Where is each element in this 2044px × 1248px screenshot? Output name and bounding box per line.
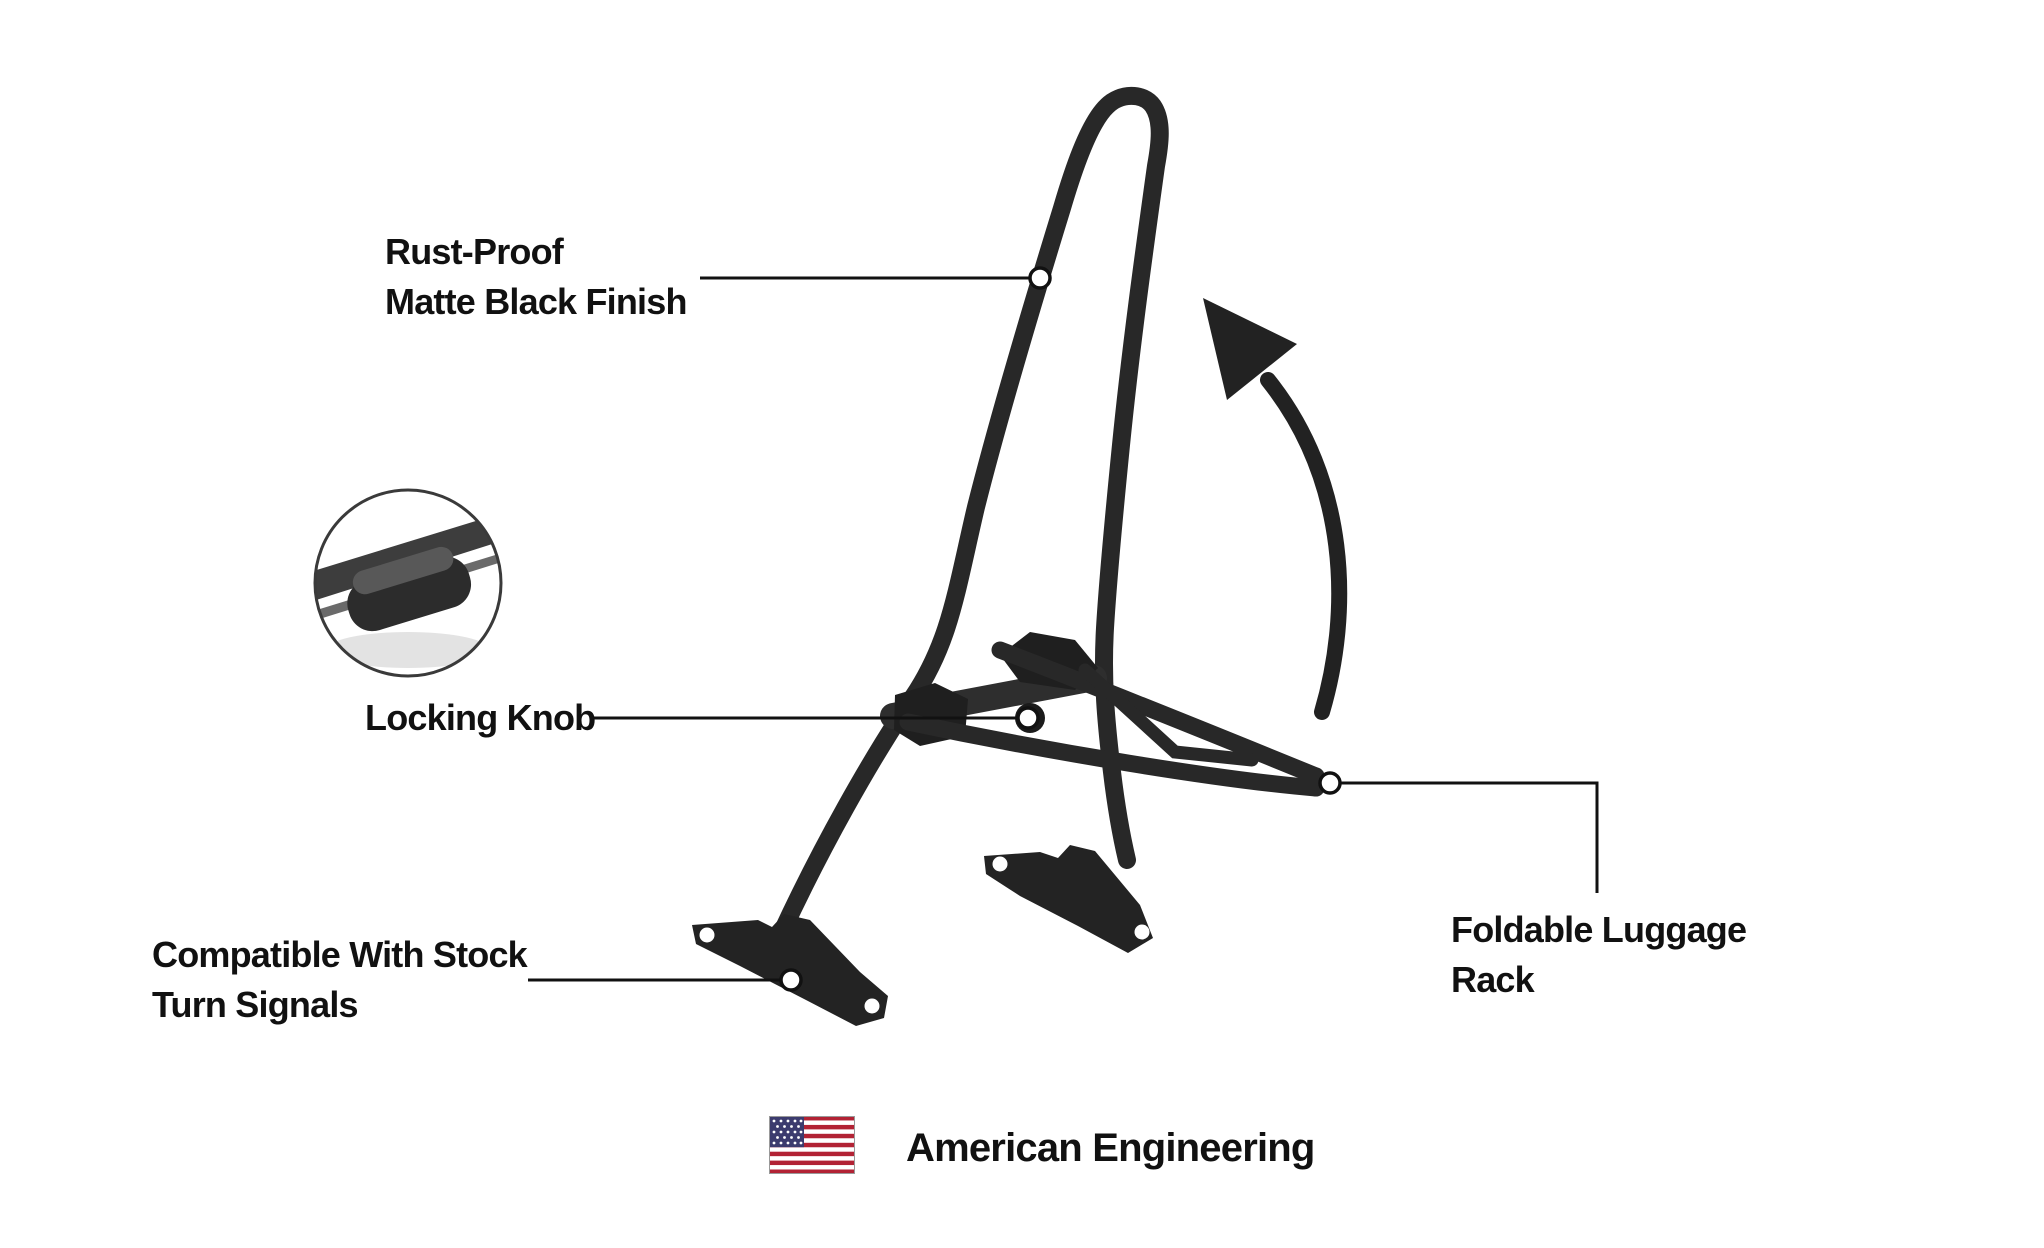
callout-dot-locking-knob — [1016, 706, 1040, 730]
bracket-hole — [1134, 924, 1150, 940]
callout-line: Matte Black Finish — [385, 281, 687, 322]
callout-label-rust-proof: Rust-Proof Matte Black Finish — [385, 227, 687, 327]
footer-tagline: American Engineering — [906, 1120, 1315, 1176]
backrest-hoop — [773, 86, 1169, 941]
callout-dots — [779, 266, 1342, 992]
callout-dot-luggage-rack — [1318, 771, 1342, 795]
callout-line: Rust-Proof — [385, 231, 564, 272]
rack-upper-rail — [991, 641, 1325, 785]
inset-detail — [315, 512, 501, 668]
callout-dot-turn-signals — [779, 968, 803, 992]
bracket-hole — [992, 856, 1008, 872]
bracket-hole — [864, 998, 880, 1014]
fold-direction-arrow-icon — [1203, 298, 1348, 720]
callout-line: Foldable Luggage — [1451, 909, 1747, 950]
hoop-tube — [773, 86, 1169, 941]
callout-line: Compatible With Stock — [152, 934, 528, 975]
arrow-shaft — [1260, 372, 1348, 720]
leader-line-luggage-rack — [1330, 781, 1599, 893]
footer-tagline-text: American Engineering — [906, 1126, 1315, 1170]
callout-line: Rack — [1451, 959, 1535, 1000]
callout-label-luggage-rack: Foldable Luggage Rack — [1451, 905, 1747, 1005]
locking-knob-zoom-inset — [313, 488, 503, 678]
rack-strut — [1078, 663, 1259, 767]
bracket-hole — [699, 927, 715, 943]
callout-line: Locking Knob — [365, 697, 596, 738]
inset-border — [313, 488, 503, 678]
callout-label-locking-knob: Locking Knob — [365, 693, 596, 743]
callout-line: Turn Signals — [152, 984, 359, 1025]
callout-label-turn-signals: Compatible With Stock Turn Signals — [152, 930, 528, 1030]
callout-dot-rust-proof — [1028, 266, 1052, 290]
us-flag-icon — [769, 1116, 855, 1174]
leader-lines — [528, 276, 1599, 982]
mounting-bracket-right — [984, 845, 1153, 953]
bracket-plate-right — [984, 845, 1153, 953]
luggage-rack-frame — [899, 641, 1325, 797]
rack-lower-rail — [899, 713, 1325, 797]
arrow-head — [1203, 298, 1297, 400]
